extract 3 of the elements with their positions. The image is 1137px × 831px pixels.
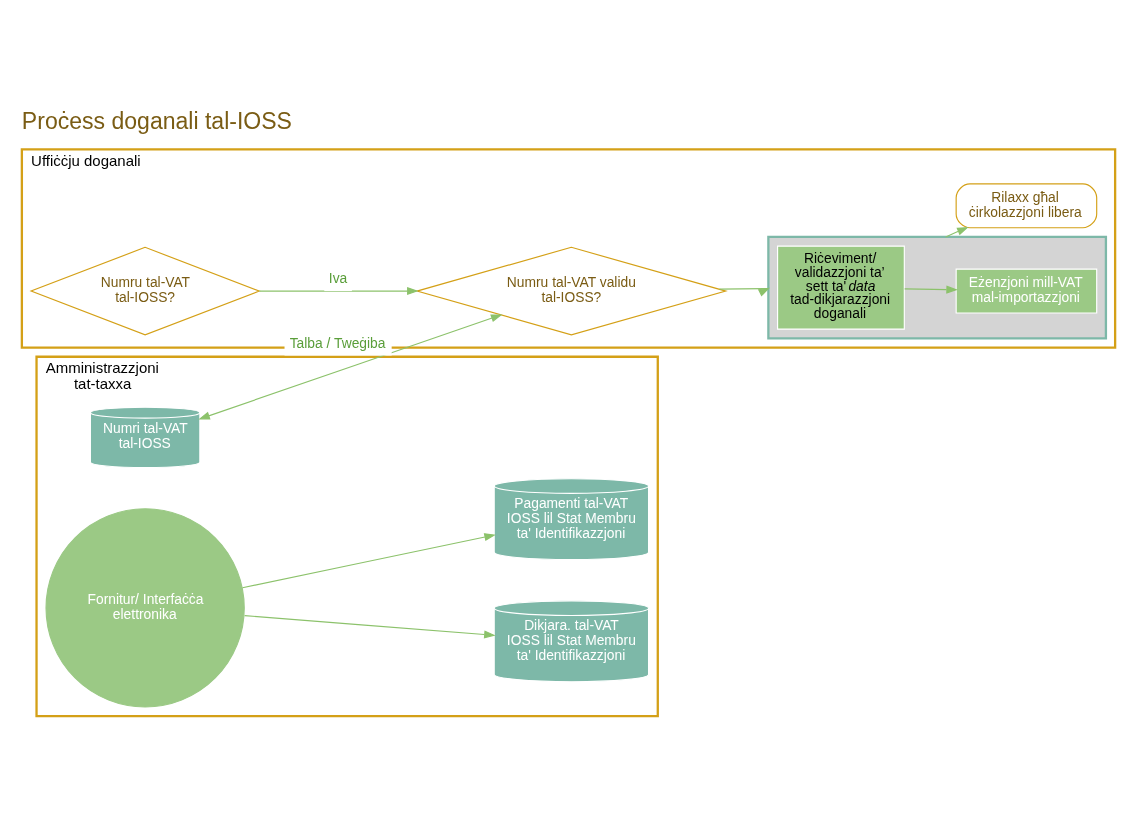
edge-label: Iva bbox=[328, 270, 348, 287]
edge-label: Talba / Tweġiba bbox=[289, 334, 386, 351]
diagram-title: Proċess doganali tal-IOSS bbox=[21, 107, 292, 134]
